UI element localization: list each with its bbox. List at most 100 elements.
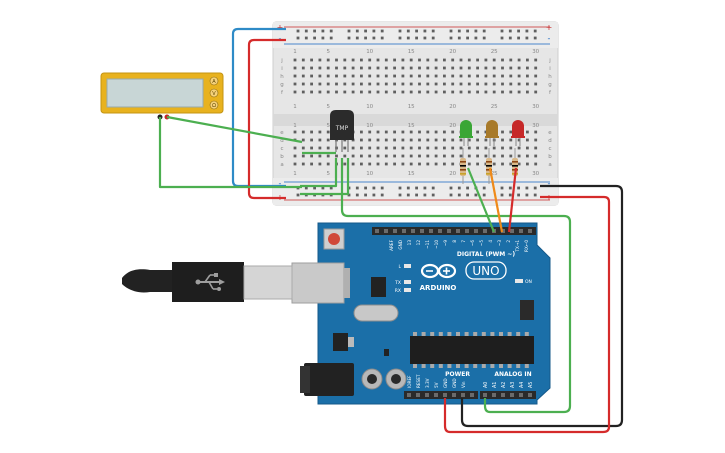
wire-orange-led-pin3[interactable] (488, 167, 504, 233)
breadboard-hole[interactable] (526, 74, 529, 78)
rail-hole[interactable] (508, 186, 512, 190)
breadboard-hole[interactable] (301, 146, 305, 150)
breadboard-hole[interactable] (509, 162, 513, 166)
breadboard-hole[interactable] (343, 58, 347, 62)
breadboard-hole[interactable] (509, 82, 513, 86)
breadboard-hole[interactable] (376, 138, 380, 142)
tmp36-sensor[interactable]: TMP (330, 110, 354, 152)
breadboard-hole[interactable] (509, 138, 513, 142)
breadboard-hole[interactable] (368, 66, 372, 70)
breadboard-hole[interactable] (492, 58, 496, 62)
multimeter[interactable]: A V Ω (100, 72, 224, 120)
breadboard-hole[interactable] (368, 90, 372, 94)
breadboard-hole[interactable] (426, 146, 430, 150)
breadboard-hole[interactable] (409, 154, 413, 158)
rail-hole[interactable] (500, 36, 504, 40)
rail-hole[interactable] (474, 193, 478, 197)
breadboard-hole[interactable] (534, 154, 538, 158)
breadboard-hole[interactable] (401, 162, 405, 166)
breadboard-hole[interactable] (501, 154, 504, 158)
breadboard-hole[interactable] (384, 58, 388, 62)
breadboard-hole[interactable] (301, 162, 305, 166)
breadboard-hole[interactable] (534, 138, 538, 142)
multimeter-knob[interactable]: A V Ω (209, 76, 219, 110)
breadboard-hole[interactable] (335, 90, 338, 94)
rail-hole[interactable] (533, 186, 537, 190)
digital-pin-hole[interactable] (420, 229, 424, 233)
rail-hole[interactable] (466, 186, 469, 190)
breadboard-hole[interactable] (351, 90, 355, 94)
breadboard-hole[interactable] (476, 154, 479, 158)
breadboard-hole[interactable] (318, 154, 322, 158)
yellow-led-dome[interactable] (486, 120, 498, 136)
breadboard-hole[interactable] (476, 74, 479, 78)
breadboard-hole[interactable] (517, 58, 521, 62)
rail-hole[interactable] (423, 29, 427, 33)
rail-hole[interactable] (517, 36, 520, 40)
analog-pin-hole[interactable] (510, 393, 514, 397)
breadboard-hole[interactable] (343, 146, 347, 150)
breadboard-hole[interactable] (526, 162, 529, 166)
breadboard-hole[interactable] (492, 154, 496, 158)
wire-green-tmp-vcc[interactable] (300, 158, 350, 196)
breadboard-hole[interactable] (517, 162, 521, 166)
resistor[interactable] (460, 148, 466, 184)
breadboard-hole[interactable] (501, 82, 504, 86)
breadboard-hole[interactable] (318, 162, 322, 166)
wire-green-tmp-gnd[interactable] (300, 158, 338, 188)
breadboard-hole[interactable] (343, 74, 347, 78)
rail-hole[interactable] (415, 193, 418, 197)
breadboard-hole[interactable] (368, 162, 372, 166)
wire-red-5v[interactable] (443, 195, 611, 434)
wire-green-tmp-a0[interactable] (340, 158, 572, 414)
breadboard-hole[interactable] (534, 66, 538, 70)
breadboard-hole[interactable] (451, 130, 455, 134)
wire-red-rail[interactable] (247, 38, 286, 200)
breadboard-hole[interactable] (426, 82, 430, 86)
breadboard-hole[interactable] (318, 90, 322, 94)
rail-hole[interactable] (398, 36, 402, 40)
analog-pin-hole[interactable] (483, 393, 487, 397)
wire-blue-rail[interactable] (231, 27, 286, 188)
breadboard-hole[interactable] (443, 146, 446, 150)
breadboard-hole[interactable] (351, 162, 355, 166)
breadboard-hole[interactable] (318, 138, 322, 142)
breadboard-hole[interactable] (418, 162, 421, 166)
breadboard-hole[interactable] (426, 74, 430, 78)
breadboard-hole[interactable] (459, 66, 463, 70)
breadboard-hole[interactable] (409, 66, 413, 70)
rail-hole[interactable] (364, 193, 367, 197)
rail-hole[interactable] (525, 36, 529, 40)
digital-pin-hole[interactable] (393, 229, 397, 233)
red-led[interactable] (511, 120, 525, 146)
breadboard-hole[interactable] (492, 82, 496, 86)
breadboard-hole[interactable] (451, 74, 455, 78)
breadboard-hole[interactable] (360, 90, 363, 94)
breadboard-hole[interactable] (360, 58, 363, 62)
breadboard-hole[interactable] (492, 162, 496, 166)
rail-hole[interactable] (431, 29, 435, 33)
breadboard-hole[interactable] (476, 138, 479, 142)
breadboard-hole[interactable] (492, 74, 496, 78)
breadboard-hole[interactable] (443, 74, 446, 78)
rail-hole[interactable] (449, 29, 453, 33)
breadboard-hole[interactable] (451, 154, 455, 158)
breadboard-hole[interactable] (401, 66, 405, 70)
breadboard-hole[interactable] (310, 90, 313, 94)
breadboard-hole[interactable] (401, 58, 405, 62)
breadboard-hole[interactable] (434, 74, 438, 78)
rail-hole[interactable] (474, 29, 478, 33)
breadboard-hole[interactable] (293, 66, 297, 70)
breadboard-hole[interactable] (459, 90, 463, 94)
breadboard-hole[interactable] (376, 162, 380, 166)
breadboard-hole[interactable] (293, 154, 297, 158)
digital-pin-hole[interactable] (384, 229, 388, 233)
breadboard-hole[interactable] (459, 74, 463, 78)
breadboard-hole[interactable] (526, 82, 529, 86)
breadboard-hole[interactable] (351, 74, 355, 78)
breadboard-hole[interactable] (434, 130, 438, 134)
rail-hole[interactable] (482, 36, 486, 40)
breadboard-hole[interactable] (376, 58, 380, 62)
breadboard-hole[interactable] (534, 82, 538, 86)
rail-hole[interactable] (508, 36, 512, 40)
